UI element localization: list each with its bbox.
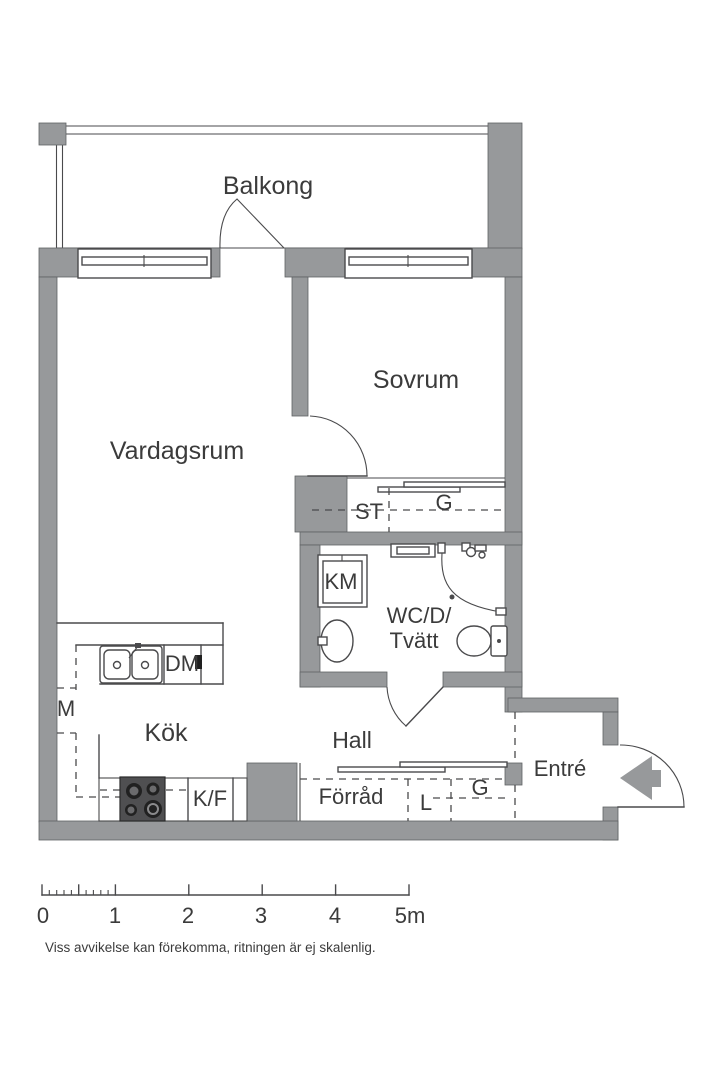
living-room-window	[77, 248, 212, 279]
entry-direction-arrow	[620, 756, 661, 800]
kitchen-sink	[99, 643, 163, 684]
closet-label-forrad: Förråd	[319, 784, 384, 809]
washing-machine	[317, 554, 368, 608]
scale-label-1: 1	[109, 903, 121, 928]
shower-mixer	[461, 542, 487, 559]
scale-label-3: 3	[255, 903, 267, 928]
stove	[119, 776, 166, 822]
kitchen	[56, 622, 248, 822]
bedroom-closets	[312, 481, 506, 532]
scale-label-4: 4	[329, 903, 341, 928]
scale-label-5m: 5m	[395, 903, 426, 928]
bathroom-door	[386, 686, 444, 727]
bathroom-sink	[317, 619, 354, 663]
appliance-label-kf: K/F	[193, 786, 227, 811]
balcony-door	[219, 198, 285, 249]
appliance-label-dm: DM	[165, 651, 199, 676]
walls	[38, 122, 619, 841]
scale-bar: 0 1 2 3 4 5m	[37, 884, 426, 928]
room-label-wc-line2: Tvätt	[390, 628, 439, 653]
vanity-cabinet	[390, 543, 436, 558]
toilet	[456, 625, 508, 657]
disclaimer-text: Viss avvikelse kan förekomma, ritningen …	[45, 940, 376, 955]
shower-screen	[437, 542, 507, 616]
entry-door	[617, 744, 685, 808]
room-label-kok: Kök	[144, 719, 188, 747]
closet-label-g-upper: G	[435, 490, 452, 515]
lower-counter-row	[98, 734, 248, 822]
closet-label-g-lower: G	[471, 775, 488, 800]
room-label-balkong: Balkong	[223, 172, 313, 200]
scale-label-0: 0	[37, 903, 49, 928]
bedroom-window	[344, 248, 473, 279]
room-label-sovrum: Sovrum	[373, 366, 459, 394]
closet-label-l: L	[420, 790, 432, 815]
closet-label-st: ST	[355, 499, 383, 524]
room-label-vardagsrum: Vardagsrum	[110, 437, 244, 465]
kitchen-counter	[56, 622, 224, 685]
room-label-wc-line1: WC/D/	[387, 603, 453, 628]
appliance-label-km: KM	[325, 569, 358, 594]
scale-label-2: 2	[182, 903, 194, 928]
bathroom	[317, 542, 508, 663]
appliance-label-m: M	[57, 696, 75, 721]
bedroom-door	[307, 415, 368, 477]
tall-cabinet-dashes	[57, 645, 188, 798]
room-label-hall: Hall	[332, 727, 372, 753]
room-label-entre: Entré	[534, 756, 587, 781]
hall-closets	[299, 761, 508, 821]
balcony-railing	[55, 125, 505, 249]
